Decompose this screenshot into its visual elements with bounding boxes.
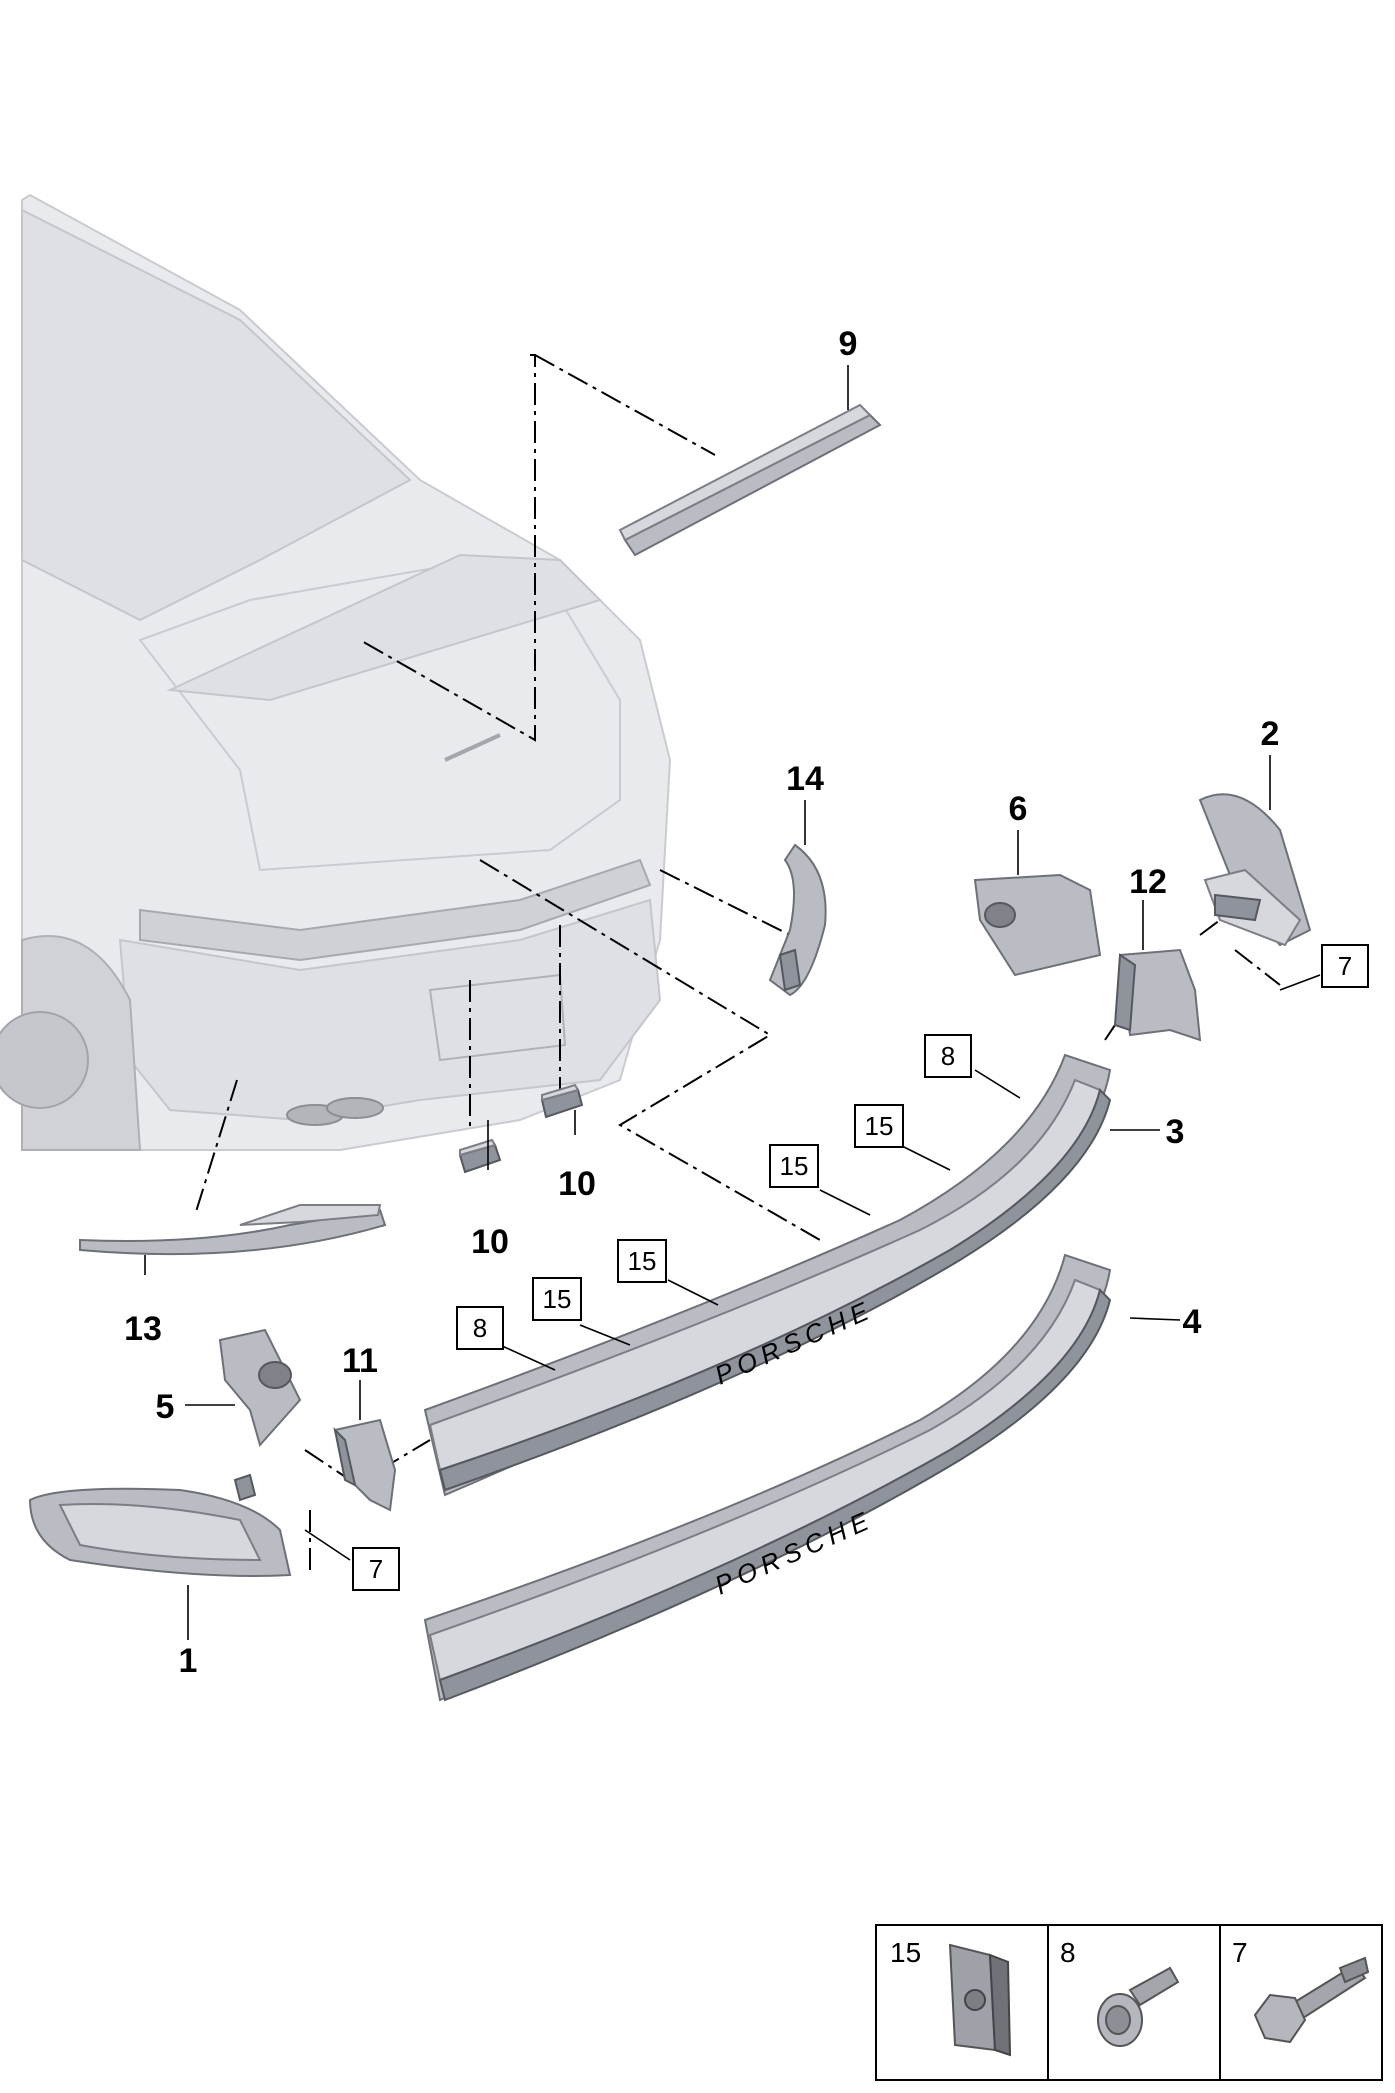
part-5-bracket (218, 1328, 302, 1448)
callout-10-right: 10 (558, 1165, 596, 1203)
boxed-callout-15-b: 15 (780, 1151, 809, 1181)
hex-bolt-icon (1253, 1956, 1370, 2044)
part-9-trim-strip (618, 403, 882, 557)
boxed-callout-15-c: 15 (628, 1246, 657, 1276)
callout-2: 2 (1261, 715, 1280, 753)
box-15-a (854, 1104, 904, 1148)
boxed-callout-15-d: 15 (543, 1284, 572, 1314)
boxed-callout-8-upper: 8 (941, 1041, 955, 1071)
flange-screw-icon (1097, 1966, 1180, 2047)
fastener-legend: 15 8 7 (875, 1924, 1383, 2081)
part-12-bracket (1113, 948, 1202, 1042)
callout-12: 12 (1129, 863, 1167, 901)
boxed-callout-8-lower: 8 (473, 1313, 487, 1343)
boxed-callout-7-right: 7 (1338, 951, 1352, 981)
part-10-clip-b (540, 1083, 584, 1119)
box-7-right (1321, 944, 1369, 988)
boxed-callout-7-left: 7 (369, 1554, 383, 1584)
callout-11: 11 (342, 1342, 378, 1380)
part-6-bracket (973, 873, 1102, 977)
box-7-left (352, 1547, 400, 1591)
callout-5: 5 (156, 1388, 175, 1426)
box-15-b (769, 1144, 819, 1188)
callout-1: 1 (179, 1642, 198, 1680)
legend-number-8: 8 (1060, 1937, 1076, 1968)
callout-labels: 9 14 2 6 12 3 4 10 10 13 5 11 1 (124, 325, 1279, 1680)
callout-14: 14 (786, 760, 824, 798)
box-15-c (617, 1239, 667, 1283)
part-14-side-trim (768, 843, 827, 997)
part-10-clip-a (458, 1138, 502, 1174)
box-8-lower (456, 1306, 504, 1350)
callout-3: 3 (1166, 1113, 1185, 1151)
part-1-tail-light-left (28, 1473, 292, 1577)
callout-6: 6 (1009, 790, 1028, 828)
vehicle-rear-body (0, 193, 672, 1151)
callout-9: 9 (839, 325, 858, 363)
legend-number-15: 15 (890, 1937, 921, 1968)
clip-nut-icon (948, 1943, 1012, 2057)
legend-number-7: 7 (1232, 1937, 1248, 1968)
boxed-callouts: 7 8 15 15 15 15 8 7 (352, 944, 1369, 1591)
box-15-d (532, 1277, 582, 1321)
box-8-upper (924, 1034, 972, 1078)
part-11-bracket (333, 1418, 397, 1512)
part-2-tail-light-right (1198, 793, 1312, 947)
callout-13: 13 (124, 1310, 162, 1348)
part-13-reflector-strip (79, 1204, 387, 1256)
leader-lines (144, 365, 1321, 1640)
boxed-callout-15-a: 15 (865, 1111, 894, 1141)
callout-4: 4 (1183, 1303, 1202, 1341)
callout-10-left: 10 (471, 1223, 509, 1261)
